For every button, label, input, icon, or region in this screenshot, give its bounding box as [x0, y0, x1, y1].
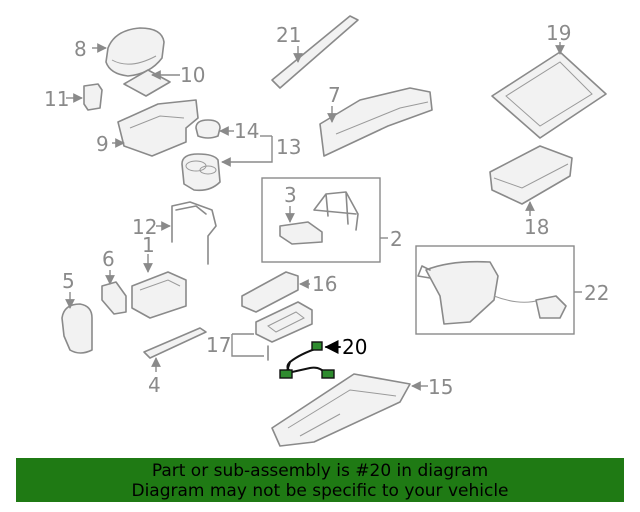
- callout-16: 16: [312, 272, 337, 296]
- callout-22: 22: [584, 281, 609, 305]
- part-1-bin-housing: 1: [131, 233, 187, 319]
- part-14-cup-insert: 14: [195, 119, 259, 143]
- callout-2: 2: [390, 227, 403, 251]
- part-6-switch-panel: 6: [101, 247, 127, 315]
- part-15-console-housing: 15: [271, 373, 453, 447]
- callout-8: 8: [74, 37, 87, 61]
- part-5-shift-knob: 5: [61, 269, 93, 354]
- part-12-bracket: 12: [132, 201, 217, 265]
- callout-14: 14: [234, 119, 259, 143]
- part-13-cup-holder: 13: [181, 135, 301, 192]
- part-17-shift-bezel: 17: [206, 301, 313, 361]
- callout-9: 9: [96, 132, 109, 156]
- callout-21: 21: [276, 23, 301, 47]
- callout-15: 15: [428, 375, 453, 399]
- callout-7: 7: [328, 83, 341, 107]
- callout-12: 12: [132, 215, 157, 239]
- callout-10: 10: [180, 63, 205, 87]
- part-21-trim-strip: 21: [271, 15, 359, 89]
- callout-4: 4: [148, 373, 161, 397]
- part-8-armrest-lid: 8: [74, 27, 165, 77]
- banner-line-2: Diagram may not be specific to your vehi…: [131, 481, 509, 501]
- callout-19: 19: [546, 21, 571, 45]
- part-9-storage-bin: 9: [96, 99, 199, 157]
- callout-20: 20: [342, 335, 367, 359]
- part-16-switch-bezel: 16: [241, 271, 337, 313]
- part-4-trim-bar: 4: [143, 327, 207, 397]
- callout-3: 3: [284, 183, 297, 207]
- part-19-tray-mat: 19: [491, 21, 607, 139]
- part-18-tray-bin: 18: [489, 145, 573, 239]
- callout-1: 1: [142, 233, 155, 257]
- callout-6: 6: [102, 247, 115, 271]
- part-7-side-panel: 7: [319, 83, 433, 157]
- callout-11: 11: [44, 87, 69, 111]
- callout-18: 18: [524, 215, 549, 239]
- info-banner: Part or sub-assembly is #20 in diagram D…: [16, 458, 624, 502]
- callout-5: 5: [62, 269, 75, 293]
- callout-13: 13: [276, 135, 301, 159]
- callout-17: 17: [206, 333, 231, 357]
- part-20-wiring-harness: 20: [279, 335, 367, 379]
- banner-line-1: Part or sub-assembly is #20 in diagram: [151, 461, 489, 481]
- part-11-clip: 11: [44, 83, 103, 111]
- part-22-parking-brake: 22: [415, 245, 609, 335]
- part-10-pad: 10: [123, 63, 205, 97]
- part-2-bracket-group: 3 2: [261, 177, 403, 263]
